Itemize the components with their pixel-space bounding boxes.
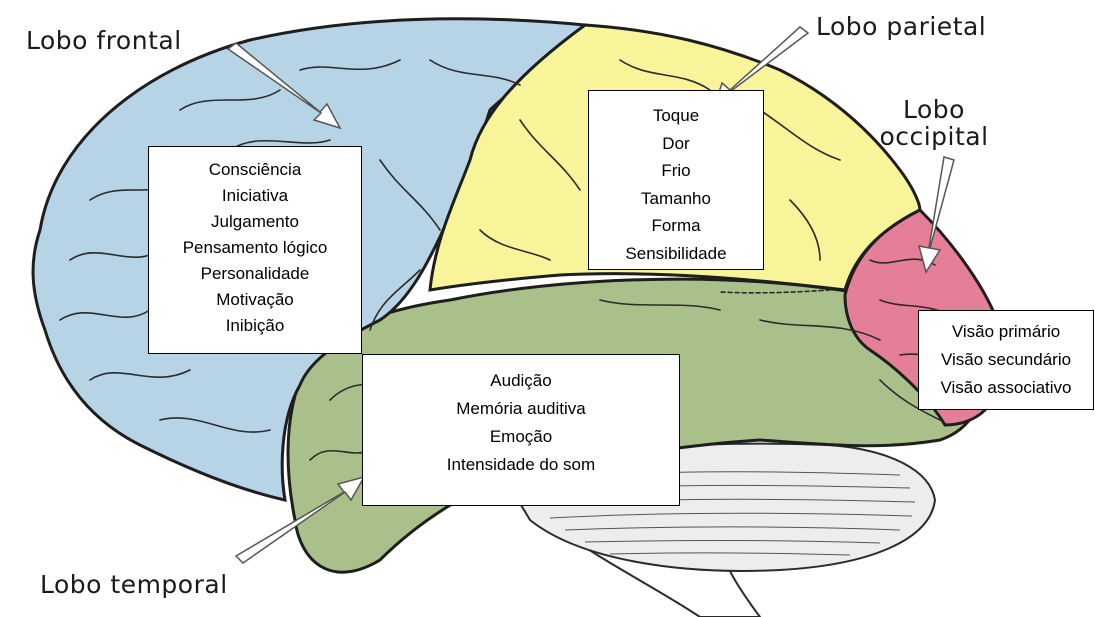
occipital-functions-box: Visão primário Visão secundário Visão as… [918,310,1094,410]
occipital-function: Visão secundário [919,346,1093,374]
parietal-function: Forma [589,212,763,240]
temporal-function: Audição [363,367,679,395]
temporal-function: Memória auditiva [363,395,679,423]
parietal-function: Sensibilidade [589,240,763,268]
frontal-function: Motivação [149,287,361,313]
parietal-function: Toque [589,102,763,130]
lobo-temporal-label: Lobo temporal [40,570,228,599]
parietal-function: Tamanho [589,185,763,213]
occipital-function: Visão primário [919,318,1093,346]
frontal-function: Inibição [149,313,361,339]
frontal-function: Julgamento [149,209,361,235]
lobo-frontal-label: Lobo frontal [26,26,182,55]
temporal-function: Emoção [363,423,679,451]
frontal-functions-box: Consciência Iniciativa Julgamento Pensam… [148,146,362,354]
frontal-function: Consciência [149,157,361,183]
temporal-functions-box: Audição Memória auditiva Emoção Intensid… [362,354,680,506]
lobo-occipital-line1: Lobo [894,95,974,124]
parietal-functions-box: Toque Dor Frio Tamanho Forma Sensibilida… [588,90,764,270]
lobo-parietal-label: Lobo parietal [816,12,986,41]
frontal-function: Iniciativa [149,183,361,209]
temporal-function: Intensidade do som [363,451,679,479]
frontal-function: Pensamento lógico [149,235,361,261]
occipital-function: Visão associativo [919,374,1093,402]
lobo-occipital-line2: occipital [864,122,1004,151]
parietal-function: Dor [589,130,763,158]
parietal-function: Frio [589,157,763,185]
frontal-function: Personalidade [149,261,361,287]
